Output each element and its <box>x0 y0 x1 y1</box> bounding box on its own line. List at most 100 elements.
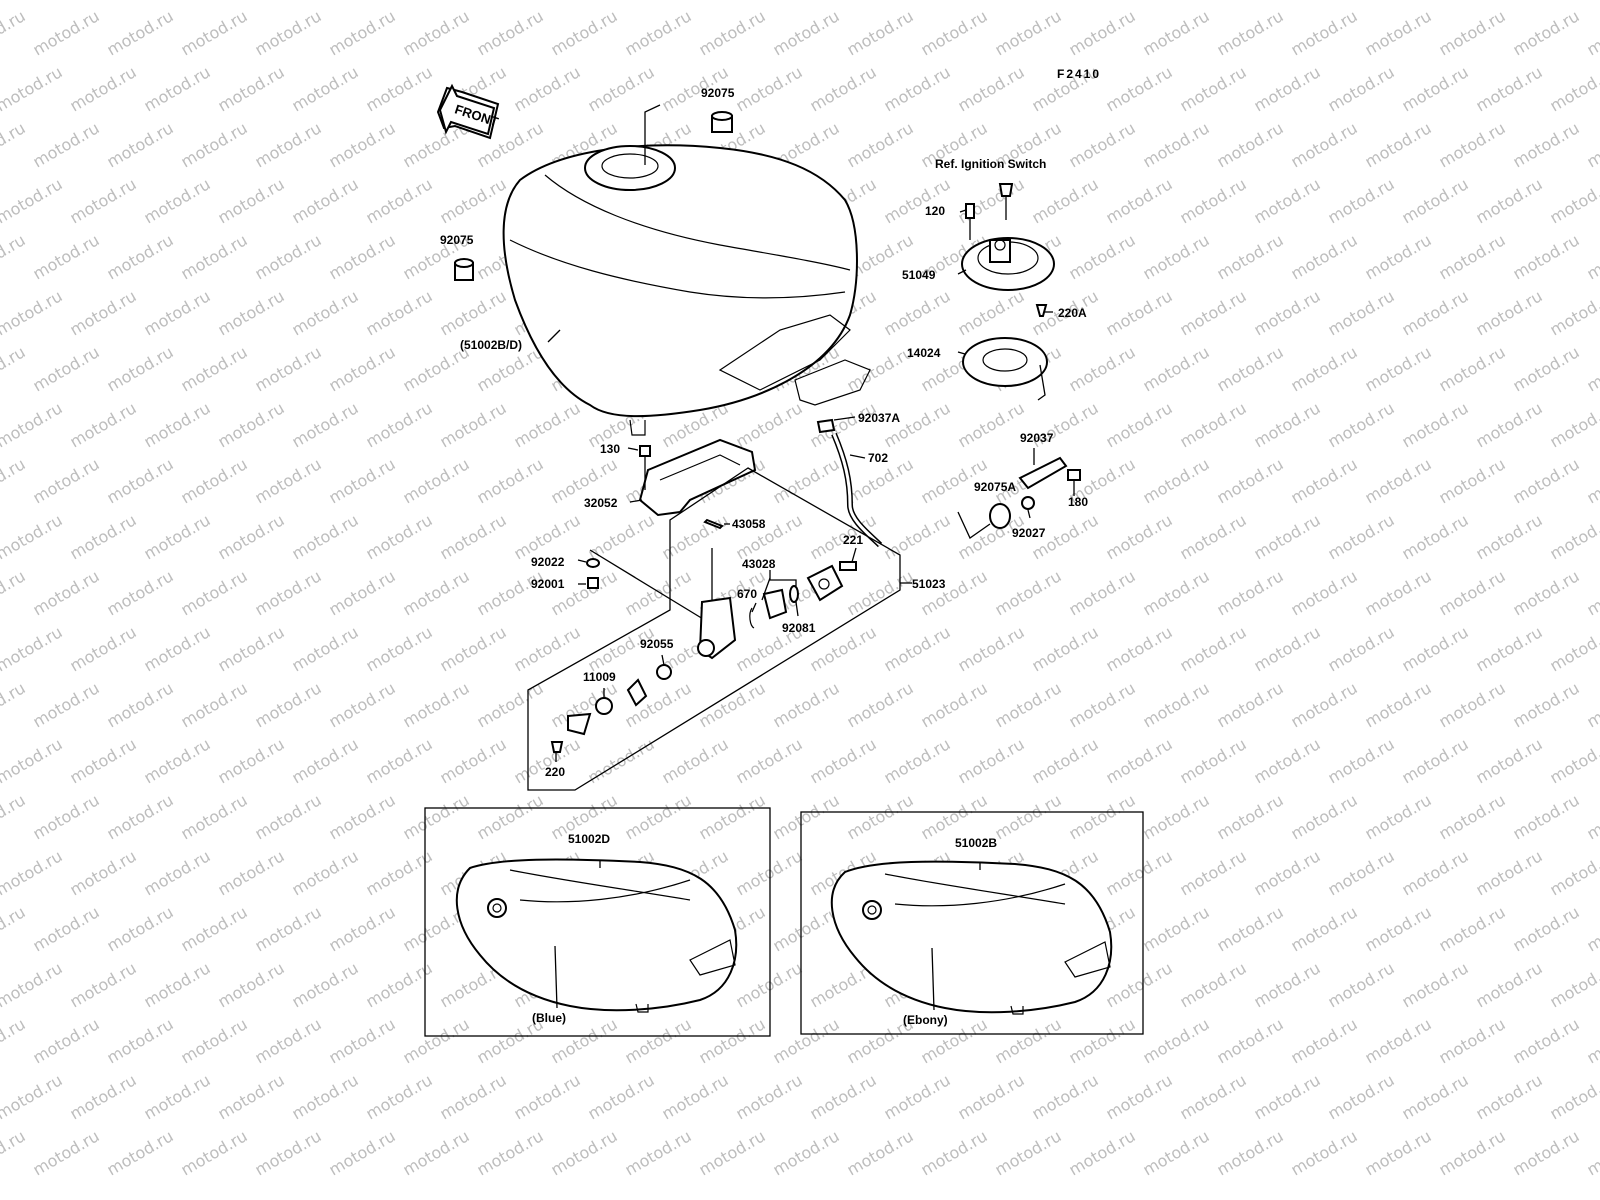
label-220: 220 <box>545 765 565 779</box>
watermark-text: motod.ru <box>30 902 103 955</box>
watermark-text: motod.ru <box>326 566 399 619</box>
watermark-text: motod.ru <box>1399 174 1472 227</box>
watermark-text: motod.ru <box>1251 398 1324 451</box>
watermark-text: motod.ru <box>511 62 584 115</box>
watermark-text: motod.ru <box>881 62 954 115</box>
watermark-text: motod.ru <box>289 734 362 787</box>
watermark-text: motod.ru <box>1362 678 1435 731</box>
watermark-text: motod.ru <box>363 398 436 451</box>
watermark-text: motod.ru <box>881 0 954 3</box>
watermark-text: motod.ru <box>992 790 1065 843</box>
watermark-text: motod.ru <box>1362 6 1435 59</box>
watermark-text: motod.ru <box>1399 734 1472 787</box>
watermark-text: motod.ru <box>1325 62 1398 115</box>
watermark-text: motod.ru <box>0 1014 29 1067</box>
watermark-text: motod.ru <box>1362 454 1435 507</box>
watermark-text: motod.ru <box>659 0 732 3</box>
watermark-text: motod.ru <box>844 566 917 619</box>
front-arrow-icon: FRONT <box>436 83 500 140</box>
watermark-text: motod.ru <box>1288 6 1361 59</box>
watermark-text: motod.ru <box>363 174 436 227</box>
watermark-text: motod.ru <box>1177 734 1250 787</box>
watermark-text: motod.ru <box>1584 230 1600 283</box>
watermark-text: motod.ru <box>1325 846 1398 899</box>
watermark-text: motod.ru <box>1547 0 1600 3</box>
watermark-text: motod.ru <box>437 0 510 3</box>
watermark-text: motod.ru <box>1436 1014 1509 1067</box>
watermark-text: motod.ru <box>1140 678 1213 731</box>
label-92022: 92022 <box>531 555 565 569</box>
fuel-tank <box>502 104 871 436</box>
fuel-tap-parts <box>550 518 857 753</box>
watermark-text: motod.ru <box>696 790 769 843</box>
watermark-text: motod.ru <box>252 342 325 395</box>
watermark-text: motod.ru <box>1325 0 1398 3</box>
watermark-text: motod.ru <box>0 734 66 787</box>
watermark-text: motod.ru <box>252 1014 325 1067</box>
watermark-text: motod.ru <box>1177 62 1250 115</box>
part-labels: 92075 92075 (51002B/D) Ref. Ignition Swi… <box>440 86 1088 779</box>
watermark-text: motod.ru <box>1325 398 1398 451</box>
watermark-text: motod.ru <box>289 0 362 3</box>
watermark-text: motod.ru <box>67 1070 140 1123</box>
watermark-text: motod.ru <box>474 1126 547 1179</box>
watermark-text: motod.ru <box>1140 118 1213 171</box>
watermark-text: motod.ru <box>1510 6 1583 59</box>
watermark-text: motod.ru <box>1251 1070 1324 1123</box>
watermark-text: motod.ru <box>141 0 214 3</box>
watermark-text: motod.ru <box>807 1070 880 1123</box>
watermark-text: motod.ru <box>1177 0 1250 3</box>
damper-92075-left <box>454 258 474 281</box>
watermark-text: motod.ru <box>1288 118 1361 171</box>
watermark-text: motod.ru <box>1325 622 1398 675</box>
watermark-text: motod.ru <box>326 342 399 395</box>
watermark-text: motod.ru <box>30 230 103 283</box>
watermark-text: motod.ru <box>622 790 695 843</box>
watermark-text: motod.ru <box>178 118 251 171</box>
watermark-text: motod.ru <box>1029 734 1102 787</box>
watermark-text: motod.ru <box>1547 174 1600 227</box>
watermark-text: motod.ru <box>770 678 843 731</box>
hose-702 <box>816 418 883 548</box>
watermark-text: motod.ru <box>474 566 547 619</box>
watermark-text: motod.ru <box>1103 398 1176 451</box>
watermark-text: motod.ru <box>178 342 251 395</box>
watermark-text: motod.ru <box>1066 230 1139 283</box>
watermark-text: motod.ru <box>67 958 140 1011</box>
watermark-text: motod.ru <box>0 510 66 563</box>
watermark-text: motod.ru <box>104 118 177 171</box>
watermark-text: motod.ru <box>1399 510 1472 563</box>
watermark-text: motod.ru <box>1547 734 1600 787</box>
watermark-text: motod.ru <box>992 1126 1065 1179</box>
watermark-text: motod.ru <box>252 566 325 619</box>
watermark-text: motod.ru <box>1066 6 1139 59</box>
label-51002d: 51002D <box>568 832 610 846</box>
watermark-text: motod.ru <box>178 678 251 731</box>
watermark-text: motod.ru <box>400 454 473 507</box>
watermark-text: motod.ru <box>215 286 288 339</box>
watermark-text: motod.ru <box>1251 846 1324 899</box>
watermark-text: motod.ru <box>585 62 658 115</box>
watermark-text: motod.ru <box>585 0 658 3</box>
watermark-text: motod.ru <box>1473 510 1546 563</box>
watermark-text: motod.ru <box>1584 118 1600 171</box>
watermark-text: motod.ru <box>1547 846 1600 899</box>
watermark-text: motod.ru <box>1399 286 1472 339</box>
watermark-text: motod.ru <box>1214 230 1287 283</box>
watermark-text: motod.ru <box>289 398 362 451</box>
watermark-text: motod.ru <box>770 790 843 843</box>
watermark-text: motod.ru <box>0 62 66 115</box>
watermark-text: motod.ru <box>1177 622 1250 675</box>
watermark-text: motod.ru <box>1214 902 1287 955</box>
watermark-text: motod.ru <box>0 230 29 283</box>
watermark-text: motod.ru <box>1288 790 1361 843</box>
watermark-text: motod.ru <box>30 1126 103 1179</box>
leader-lines <box>547 209 1075 762</box>
watermark-text: motod.ru <box>1510 230 1583 283</box>
tank-mount-parts <box>957 456 1081 539</box>
watermark-text: motod.ru <box>1325 734 1398 787</box>
watermark-text: motod.ru <box>0 846 66 899</box>
watermark-text: motod.ru <box>992 566 1065 619</box>
watermark-text: motod.ru <box>918 6 991 59</box>
